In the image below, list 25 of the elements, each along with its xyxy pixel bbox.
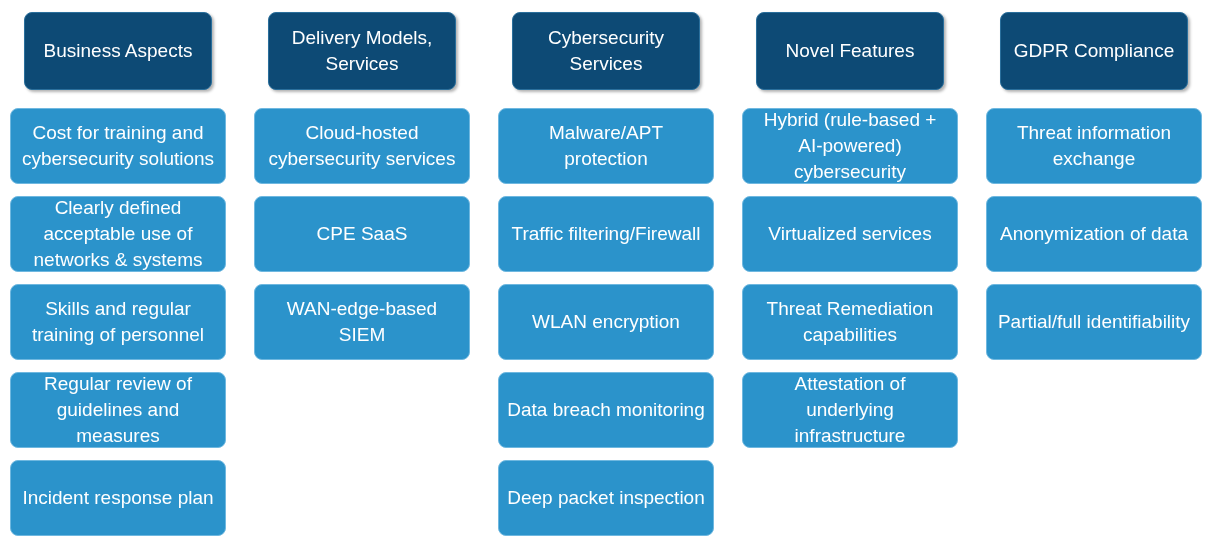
item-box: Threat information exchange [986, 108, 1202, 184]
category-header: Delivery Models, Services [268, 12, 456, 90]
item-box: Partial/full identifiability [986, 284, 1202, 360]
item-box: WAN-edge-based SIEM [254, 284, 470, 360]
item-box: Threat Remediation capabilities [742, 284, 958, 360]
item-box: Attestation of underlying infrastructure [742, 372, 958, 448]
item-box: Cost for training and cybersecurity solutions [10, 108, 226, 184]
item-box: Traffic filtering/Firewall [498, 196, 714, 272]
item-box: Clearly defined acceptable use of networks & systems [10, 196, 226, 272]
category-header: Novel Features [756, 12, 944, 90]
item-box: Hybrid (rule-based + AI-powered) cybersecurity [742, 108, 958, 184]
item-box: Cloud-hosted cybersecurity services [254, 108, 470, 184]
item-box: Anonymization of data [986, 196, 1202, 272]
category-header: GDPR Compliance [1000, 12, 1188, 90]
item-box: WLAN encryption [498, 284, 714, 360]
category-header: Business Aspects [24, 12, 212, 90]
item-box: Incident response plan [10, 460, 226, 536]
item-box: Virtualized services [742, 196, 958, 272]
category-header: Cybersecurity Services [512, 12, 700, 90]
item-box: Malware/APT protection [498, 108, 714, 184]
item-box: Deep packet inspection [498, 460, 714, 536]
item-box: CPE SaaS [254, 196, 470, 272]
item-box: Skills and regular training of personnel [10, 284, 226, 360]
item-box: Regular review of guidelines and measures [10, 372, 226, 448]
item-box: Data breach monitoring [498, 372, 714, 448]
